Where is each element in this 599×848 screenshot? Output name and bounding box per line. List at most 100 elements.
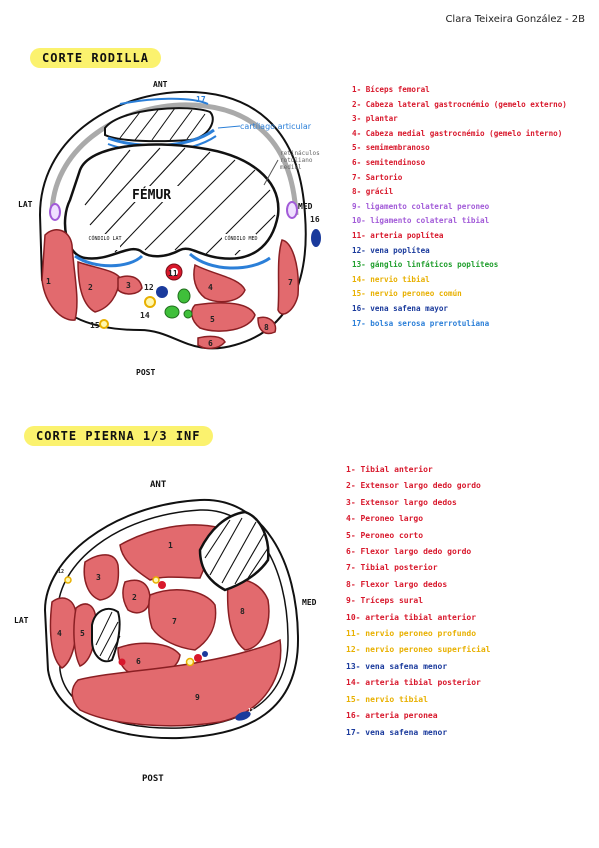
leg-legend: 1- Tibial anterior 2- Extensor largo dedo…	[346, 462, 491, 741]
knee-muscle-8	[257, 316, 277, 335]
leg-legend-item: 5- Peroneo corto	[346, 530, 424, 540]
leg-ant-label: ANT	[150, 480, 167, 490]
knee-legend-item: 7- Sartorio	[352, 172, 403, 182]
knee-post-label: POST	[136, 368, 156, 377]
vein-14b	[202, 651, 208, 657]
leg-legend-item: 4- Peroneo largo	[346, 514, 424, 524]
leg-legend-item: 3- Extensor largo dedos	[346, 497, 457, 507]
leg-post-label: POST	[142, 774, 164, 784]
svg-text:6: 6	[136, 657, 141, 666]
leg-legend-item: 1- Tibial anterior	[346, 465, 433, 474]
leg-legend-item: 12- nervio peroneo superficial	[346, 645, 491, 655]
svg-text:2: 2	[88, 283, 93, 292]
nerve-14	[144, 296, 156, 308]
svg-text:7: 7	[288, 278, 293, 287]
leg-muscle-8	[226, 579, 270, 651]
knee-legend-item: 11- arteria poplítea	[352, 230, 444, 240]
artery-10	[158, 581, 166, 589]
leg-muscle-3	[83, 554, 120, 601]
knee-legend-item: 6- semitendinoso	[352, 157, 426, 167]
leg-legend-item: 15- nervio tibial	[346, 694, 428, 704]
leg-lat-label: LAT	[14, 616, 29, 625]
leg-legend-item: 6- Flexor largo dedo gordo	[346, 547, 472, 557]
svg-text:4: 4	[208, 283, 213, 292]
knee-legend-item: 2- Cabeza lateral gastrocnémio (gemelo e…	[352, 99, 567, 109]
knee-section-title: CORTE RODILLA	[30, 48, 161, 68]
leg-muscle-1	[119, 524, 221, 581]
svg-text:1: 1	[46, 277, 51, 286]
leg-section-title: CORTE PIERNA 1/3 INF	[24, 426, 213, 446]
knee-legend-item: 15- nervio peroneo común	[352, 289, 462, 299]
knee-legend-item: 16- vena safena mayor	[352, 303, 449, 313]
leg-muscle-2	[122, 579, 151, 614]
knee-muscle-1	[41, 229, 78, 321]
condyle-lat-label: CÓNDILO LAT	[88, 236, 122, 242]
retinaculum-label: retináculos rotuliano medial	[280, 150, 320, 171]
leg-legend-item: 16- arteria peronea	[346, 711, 438, 721]
cartilage-label: cartílago articular	[240, 122, 312, 131]
svg-text:7: 7	[172, 617, 177, 626]
artery-14	[194, 654, 202, 662]
svg-text:4: 4	[57, 629, 62, 638]
knee-legend-item: 14- nervio tibial	[352, 274, 430, 284]
svg-text:11: 11	[168, 269, 178, 278]
nerve-15	[99, 319, 109, 329]
leg-legend-item: 17- vena safena menor	[346, 727, 448, 737]
svg-text:8: 8	[240, 607, 245, 616]
svg-text:16: 16	[310, 215, 320, 224]
knee-legend: 1- Bíceps femoral 2- Cabeza lateral gastr…	[352, 83, 567, 331]
fibula	[91, 607, 121, 663]
bursa-17	[119, 97, 209, 105]
ganglion-13b	[164, 305, 180, 319]
svg-text:13: 13	[248, 708, 254, 714]
knee-legend-item: 1- Bíceps femoral	[352, 85, 430, 94]
ganglion-13a	[177, 288, 191, 304]
vein-16	[311, 229, 321, 247]
knee-ant-label: ANT	[153, 80, 168, 89]
knee-legend-item: 12- vena poplítea	[352, 245, 430, 255]
leg-legend-item: 8- Flexor largo dedos	[346, 579, 448, 589]
ligament-10	[286, 201, 298, 219]
artery-16	[118, 658, 126, 666]
knee-fascia	[49, 102, 299, 216]
leg-legend-item: 13- vena safena menor	[346, 661, 448, 671]
knee-legend-item: 17- bolsa serosa prerrotuliana	[352, 318, 490, 328]
knee-muscle-7	[277, 239, 300, 315]
svg-text:5: 5	[80, 629, 85, 638]
svg-text:14: 14	[140, 311, 150, 320]
svg-text:6: 6	[208, 339, 213, 348]
knee-muscle-4	[193, 263, 246, 303]
knee-lat-label: LAT	[18, 200, 33, 209]
leg-muscle-5	[73, 603, 97, 667]
leg-legend-item: 9- Tríceps sural	[346, 596, 424, 606]
condyle-med-label: CÓNDILO MED	[224, 236, 258, 242]
patella	[104, 107, 214, 143]
leg-muscle-9	[71, 638, 282, 727]
knee-legend-item: 5- semimembranoso	[352, 143, 430, 153]
leg-legend-item: 7- Tibial posterior	[346, 563, 438, 573]
svg-text:1: 1	[168, 541, 173, 550]
knee-med-label: MED	[298, 202, 313, 211]
knee-muscle-2	[77, 260, 121, 313]
leg-legend-item: 2- Extensor largo dedo gordo	[346, 481, 481, 491]
svg-text:2: 2	[132, 593, 137, 602]
nerve-12	[64, 576, 72, 584]
knee-legend-item: 8- grácil	[352, 187, 394, 197]
leg-legend-item: 10- arteria tibial anterior	[346, 612, 477, 622]
svg-text:3: 3	[126, 281, 131, 290]
leg-muscle-7	[147, 589, 217, 651]
ganglion-13c	[183, 309, 193, 319]
svg-text:12: 12	[144, 283, 154, 292]
leg-med-label: MED	[302, 598, 317, 607]
leg-muscle-4	[49, 597, 78, 669]
vein-12	[156, 286, 168, 298]
svg-text:17: 17	[196, 95, 206, 104]
knee-muscle-3	[117, 275, 143, 295]
nerve-11	[152, 576, 160, 584]
svg-text:9: 9	[195, 693, 200, 702]
knee-legend-item: 13- gánglio linfáticos poplíteos	[352, 260, 499, 270]
leg-legend-item: 14- arteria tibial posterior	[346, 678, 481, 688]
knee-legend-item: 3- plantar	[352, 114, 398, 124]
